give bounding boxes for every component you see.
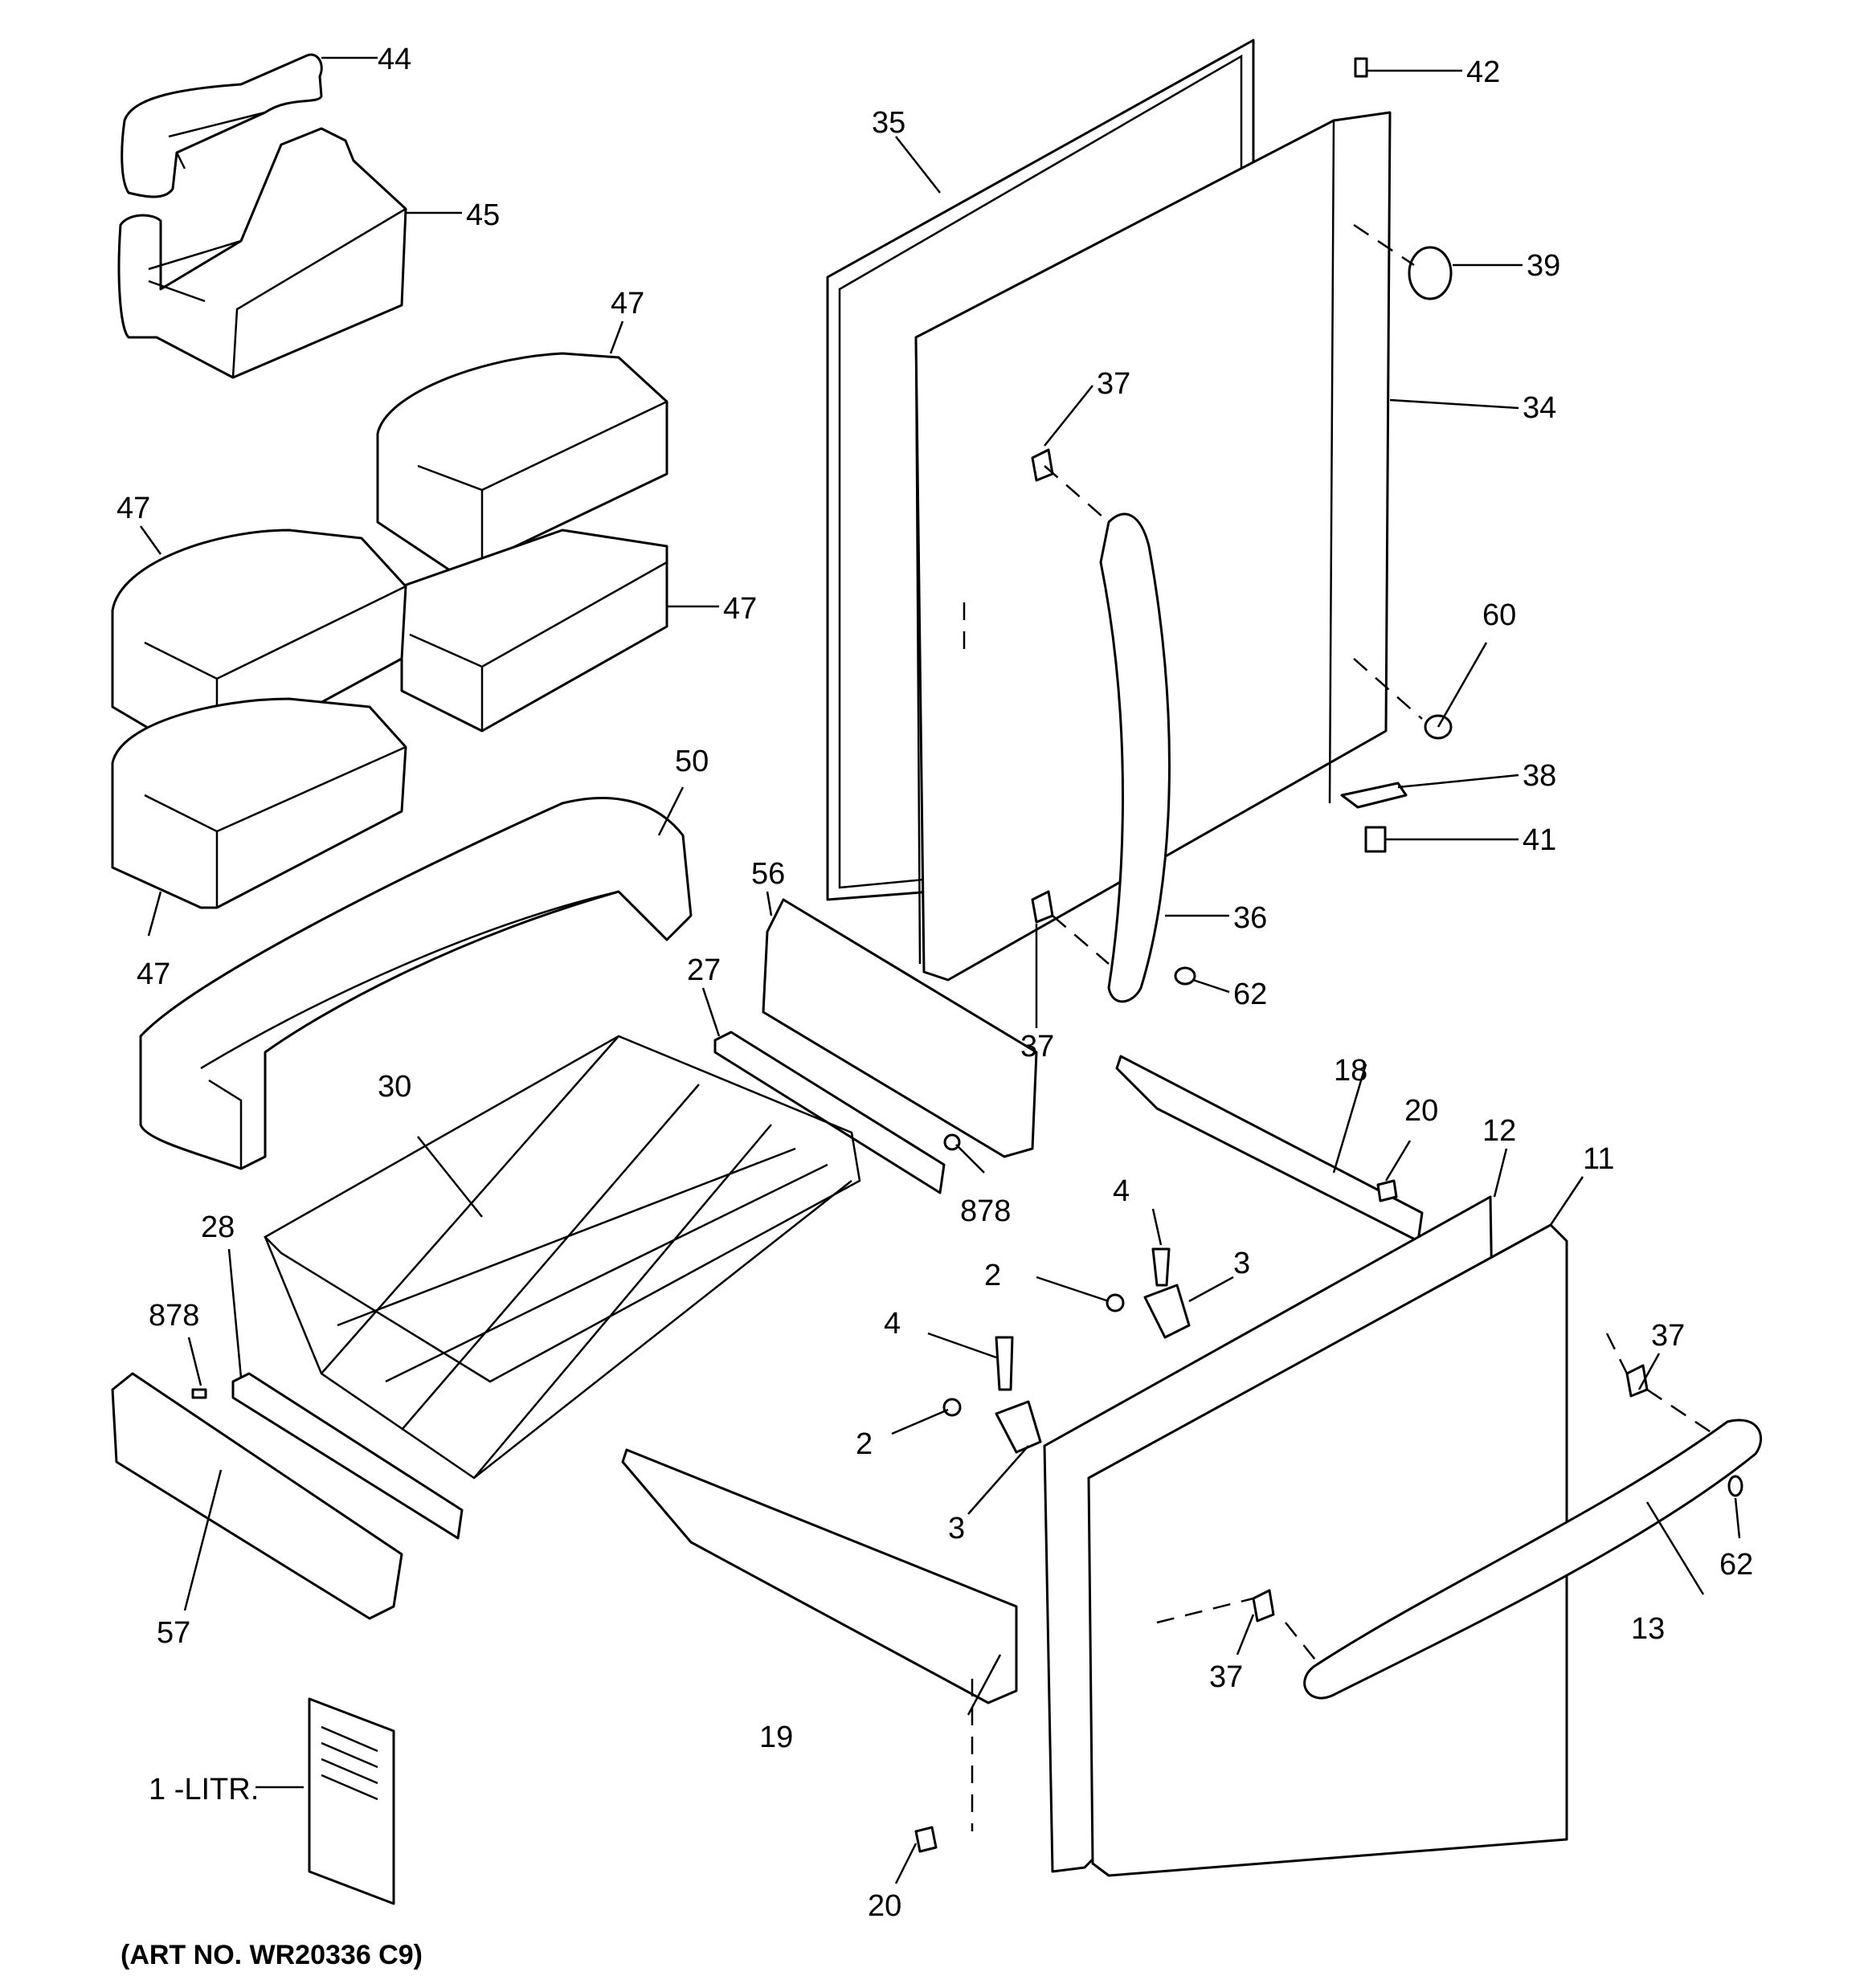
callout-47: 47 bbox=[116, 492, 150, 525]
callout-44: 44 bbox=[378, 43, 411, 76]
part-20-screw-lower bbox=[914, 1826, 938, 1853]
callout-2: 2 bbox=[984, 1259, 1001, 1292]
part-3-bracket-lower bbox=[995, 1400, 1042, 1454]
part-4-screw-upper bbox=[1151, 1247, 1171, 1287]
callout-47: 47 bbox=[611, 287, 644, 320]
callout-34: 34 bbox=[1523, 391, 1556, 425]
callout-62: 62 bbox=[1233, 978, 1267, 1011]
part-62-set-screw bbox=[1174, 966, 1196, 986]
callout-4: 4 bbox=[1113, 1174, 1130, 1208]
part-62-freezer-set-screw bbox=[1727, 1475, 1743, 1497]
callout-3: 3 bbox=[948, 1512, 965, 1545]
part-47-door-bin-lower-left bbox=[111, 697, 407, 909]
part-27-slide-rail bbox=[713, 1031, 946, 1194]
callout-12: 12 bbox=[1482, 1114, 1516, 1148]
part-47-door-bin-upper-right bbox=[376, 352, 668, 588]
part-878-screw-right bbox=[943, 1133, 961, 1151]
part-38-hinge-bracket bbox=[1340, 782, 1408, 809]
part-41-bushing bbox=[1364, 826, 1387, 853]
part-42-hinge-pin bbox=[1354, 57, 1368, 78]
part-56-slide-cover bbox=[762, 898, 1038, 1158]
part-4-screw-lower bbox=[995, 1336, 1014, 1391]
part-878-screw-left bbox=[191, 1388, 207, 1399]
callout-47: 47 bbox=[137, 957, 170, 991]
part-3-bracket-upper bbox=[1143, 1284, 1191, 1339]
callout-45: 45 bbox=[466, 198, 500, 232]
part-1-literature bbox=[308, 1697, 395, 1905]
callout-28: 28 bbox=[201, 1210, 235, 1244]
callout-18: 18 bbox=[1334, 1054, 1367, 1088]
callout-37: 37 bbox=[1097, 367, 1130, 401]
art-number: (ART NO. WR20336 C9) bbox=[121, 1940, 423, 1970]
callout-36: 36 bbox=[1233, 901, 1267, 935]
callout-37: 37 bbox=[1209, 1660, 1243, 1694]
callout-60: 60 bbox=[1482, 598, 1516, 632]
part-57-slide-support bbox=[111, 1372, 403, 1620]
callout-20: 20 bbox=[868, 1889, 901, 1923]
callout-39: 39 bbox=[1527, 249, 1560, 283]
callout-56: 56 bbox=[751, 857, 785, 891]
part-44-bin-cover bbox=[121, 53, 323, 198]
callout-37: 37 bbox=[1020, 1030, 1054, 1063]
part-36-door-handle bbox=[1099, 512, 1171, 1003]
callout-50: 50 bbox=[675, 745, 709, 778]
part-28-slide-rail bbox=[231, 1372, 464, 1540]
callout-35: 35 bbox=[872, 106, 905, 140]
callout-30: 30 bbox=[378, 1070, 411, 1104]
part-39-plug-button bbox=[1408, 246, 1453, 300]
callout-47: 47 bbox=[723, 592, 757, 626]
leader-lines bbox=[139, 56, 1741, 1884]
callout-878: 878 bbox=[960, 1194, 1011, 1228]
callout-19: 19 bbox=[759, 1721, 793, 1754]
callout-20: 20 bbox=[1404, 1094, 1438, 1128]
part-13-freezer-handle bbox=[1303, 1419, 1763, 1700]
callout-57: 57 bbox=[157, 1616, 190, 1650]
part-45-bin bbox=[117, 127, 407, 379]
part-47-door-bin-middle-right bbox=[400, 529, 668, 733]
callout-42: 42 bbox=[1466, 55, 1500, 89]
literature-text-lines bbox=[321, 1725, 378, 1801]
callout-38: 38 bbox=[1523, 759, 1556, 793]
callout-27: 27 bbox=[687, 953, 721, 987]
callout-13: 13 bbox=[1631, 1612, 1665, 1646]
callout-1-literature: 1 -LITR. bbox=[149, 1773, 259, 1806]
callout-3: 3 bbox=[1233, 1247, 1250, 1280]
part-2-screw-lower bbox=[942, 1398, 962, 1417]
assembly-lines bbox=[963, 223, 1720, 1831]
callout-11: 11 bbox=[1583, 1142, 1614, 1176]
part-20-screw-upper bbox=[1376, 1179, 1398, 1202]
callout-878: 878 bbox=[149, 1299, 199, 1333]
callout-4: 4 bbox=[884, 1307, 901, 1341]
part-19-drawer-bracket-left bbox=[621, 1448, 1018, 1704]
part-18-drawer-bracket-right bbox=[1115, 1055, 1424, 1243]
callout-41: 41 bbox=[1523, 823, 1556, 857]
callout-37: 37 bbox=[1651, 1319, 1685, 1353]
part-30-freezer-basket bbox=[263, 1035, 861, 1480]
callout-2: 2 bbox=[856, 1427, 873, 1461]
part-2-screw-upper bbox=[1106, 1293, 1125, 1312]
part-34-fresh-food-door bbox=[914, 111, 1392, 982]
callout-62: 62 bbox=[1719, 1548, 1753, 1582]
part-37-freezer-screw-lower bbox=[1252, 1589, 1275, 1623]
part-50-door-shelf bbox=[139, 796, 693, 1170]
